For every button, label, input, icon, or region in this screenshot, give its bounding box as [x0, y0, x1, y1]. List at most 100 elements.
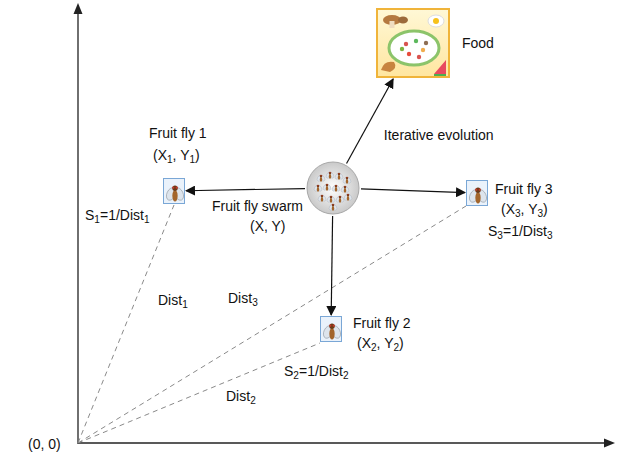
distance-line [78, 343, 320, 443]
fruit-fly-box: Fruit fly 3(X3, Y3)S3=1/Dist3 [466, 180, 488, 206]
subscript: 3 [537, 208, 543, 219]
edge-label: Iterative evolution [382, 127, 496, 143]
text-run: (0, 0) [28, 436, 61, 452]
fly-icon [313, 185, 322, 192]
fly-illustration [467, 181, 489, 207]
text-run: ) [543, 201, 548, 217]
y-axis [74, 3, 83, 444]
food-illustration [376, 8, 450, 78]
fly-icon [316, 175, 325, 182]
text-run: =1/Dist [503, 223, 547, 239]
node-formula: S1=1/Dist1 [85, 207, 150, 223]
node-name: Fruit fly swarm [212, 198, 303, 214]
fly-illustration [321, 317, 343, 343]
fly-icon [322, 184, 331, 191]
swarm-illustration [306, 161, 360, 215]
node-formula: S2=1/Dist2 [284, 363, 349, 379]
fruit-fly-box: Fruit fly 2(X2, Y2)S2=1/Dist2 [320, 316, 342, 342]
fruit-fly-box: Fruit fly 1(X1, Y1)S1=1/Dist1 [163, 178, 185, 204]
arrow-connector [361, 189, 465, 193]
text-run: , Y [521, 201, 538, 217]
node-name: Food [462, 35, 494, 51]
text-run: (X, Y) [250, 218, 286, 234]
node-name: Fruit fly 3 [495, 181, 553, 197]
text-run: Fruit fly 2 [353, 315, 411, 331]
text-run: Iterative evolution [384, 127, 494, 143]
text-run: Dist [226, 388, 250, 404]
subscript: 3 [497, 230, 503, 241]
fly-icon [325, 172, 334, 179]
fly-icon [165, 186, 186, 202]
text-run: S [488, 223, 497, 239]
food-frame [377, 9, 449, 77]
node-name: Fruit fly 2 [353, 315, 411, 331]
text-run: Fruit fly 1 [149, 125, 207, 141]
fly-icon [317, 195, 326, 202]
swarm-outline [307, 162, 359, 214]
subscript: 2 [250, 395, 256, 406]
axis-line [78, 442, 606, 443]
text-run: S [85, 207, 94, 223]
fly-icon [326, 196, 335, 203]
text-run: Dist [228, 290, 252, 306]
text-run: ) [195, 147, 200, 163]
subscript: 1 [189, 154, 195, 165]
distance-label: Dist3 [228, 290, 258, 306]
distance-label: Dist1 [158, 292, 188, 308]
text-run: , Y [377, 335, 394, 351]
subscript: 3 [515, 208, 521, 219]
text-run: Food [462, 35, 494, 51]
x-axis [78, 439, 615, 448]
subscript: 2 [293, 370, 299, 381]
node-formula: S3=1/Dist3 [488, 223, 553, 239]
distance-lines [78, 205, 466, 443]
subscript: 2 [393, 342, 399, 353]
fly-icon [335, 196, 344, 203]
node-formula: (X1, Y1) [153, 147, 200, 163]
node-formula: (X, Y) [250, 218, 286, 234]
subscript: 1 [144, 214, 150, 225]
subscript: 3 [252, 297, 258, 308]
fly-icon [334, 173, 343, 180]
swarm-circle: Fruit fly swarm(X, Y) [306, 161, 360, 215]
node-formula: (X2, Y2) [357, 335, 404, 351]
arrow-connector [331, 216, 332, 315]
food-picture: Food [376, 8, 450, 78]
arrow-connector [347, 79, 394, 163]
subscript: 1 [167, 154, 173, 165]
axis-line [77, 12, 78, 444]
fly-icon [328, 204, 337, 211]
subscript: 2 [371, 342, 377, 353]
text-run: S [284, 363, 293, 379]
text-run: , Y [173, 147, 190, 163]
text-run: =1/Dist [299, 363, 343, 379]
distance-label: Dist2 [226, 388, 256, 404]
fly-icon [331, 185, 340, 192]
distance-line [78, 205, 174, 443]
text-run: Fruit fly swarm [212, 198, 303, 214]
text-run: =1/Dist [100, 207, 144, 223]
fly-icon [468, 188, 489, 204]
axis-arrowhead [74, 3, 83, 14]
text-run: Dist [158, 292, 182, 308]
origin-label: (0, 0) [28, 436, 61, 452]
subscript: 3 [547, 230, 553, 241]
node-formula: (X3, Y3) [501, 201, 548, 217]
fly-icon [340, 186, 349, 193]
distance-line [78, 206, 466, 443]
text-run: (X [153, 147, 167, 163]
subscript: 1 [182, 299, 188, 310]
fly-icon [342, 177, 351, 184]
text-run: (X [357, 335, 371, 351]
text-run: Fruit fly 3 [495, 181, 553, 197]
text-run: ) [399, 335, 404, 351]
arrow-connector [186, 189, 305, 191]
fly-icon [343, 194, 352, 201]
node-name: Fruit fly 1 [149, 125, 207, 141]
subscript: 1 [94, 214, 100, 225]
fly-icon [322, 324, 343, 340]
food-drawing [381, 15, 446, 76]
fly-illustration [164, 179, 186, 205]
text-run: (X [501, 201, 515, 217]
